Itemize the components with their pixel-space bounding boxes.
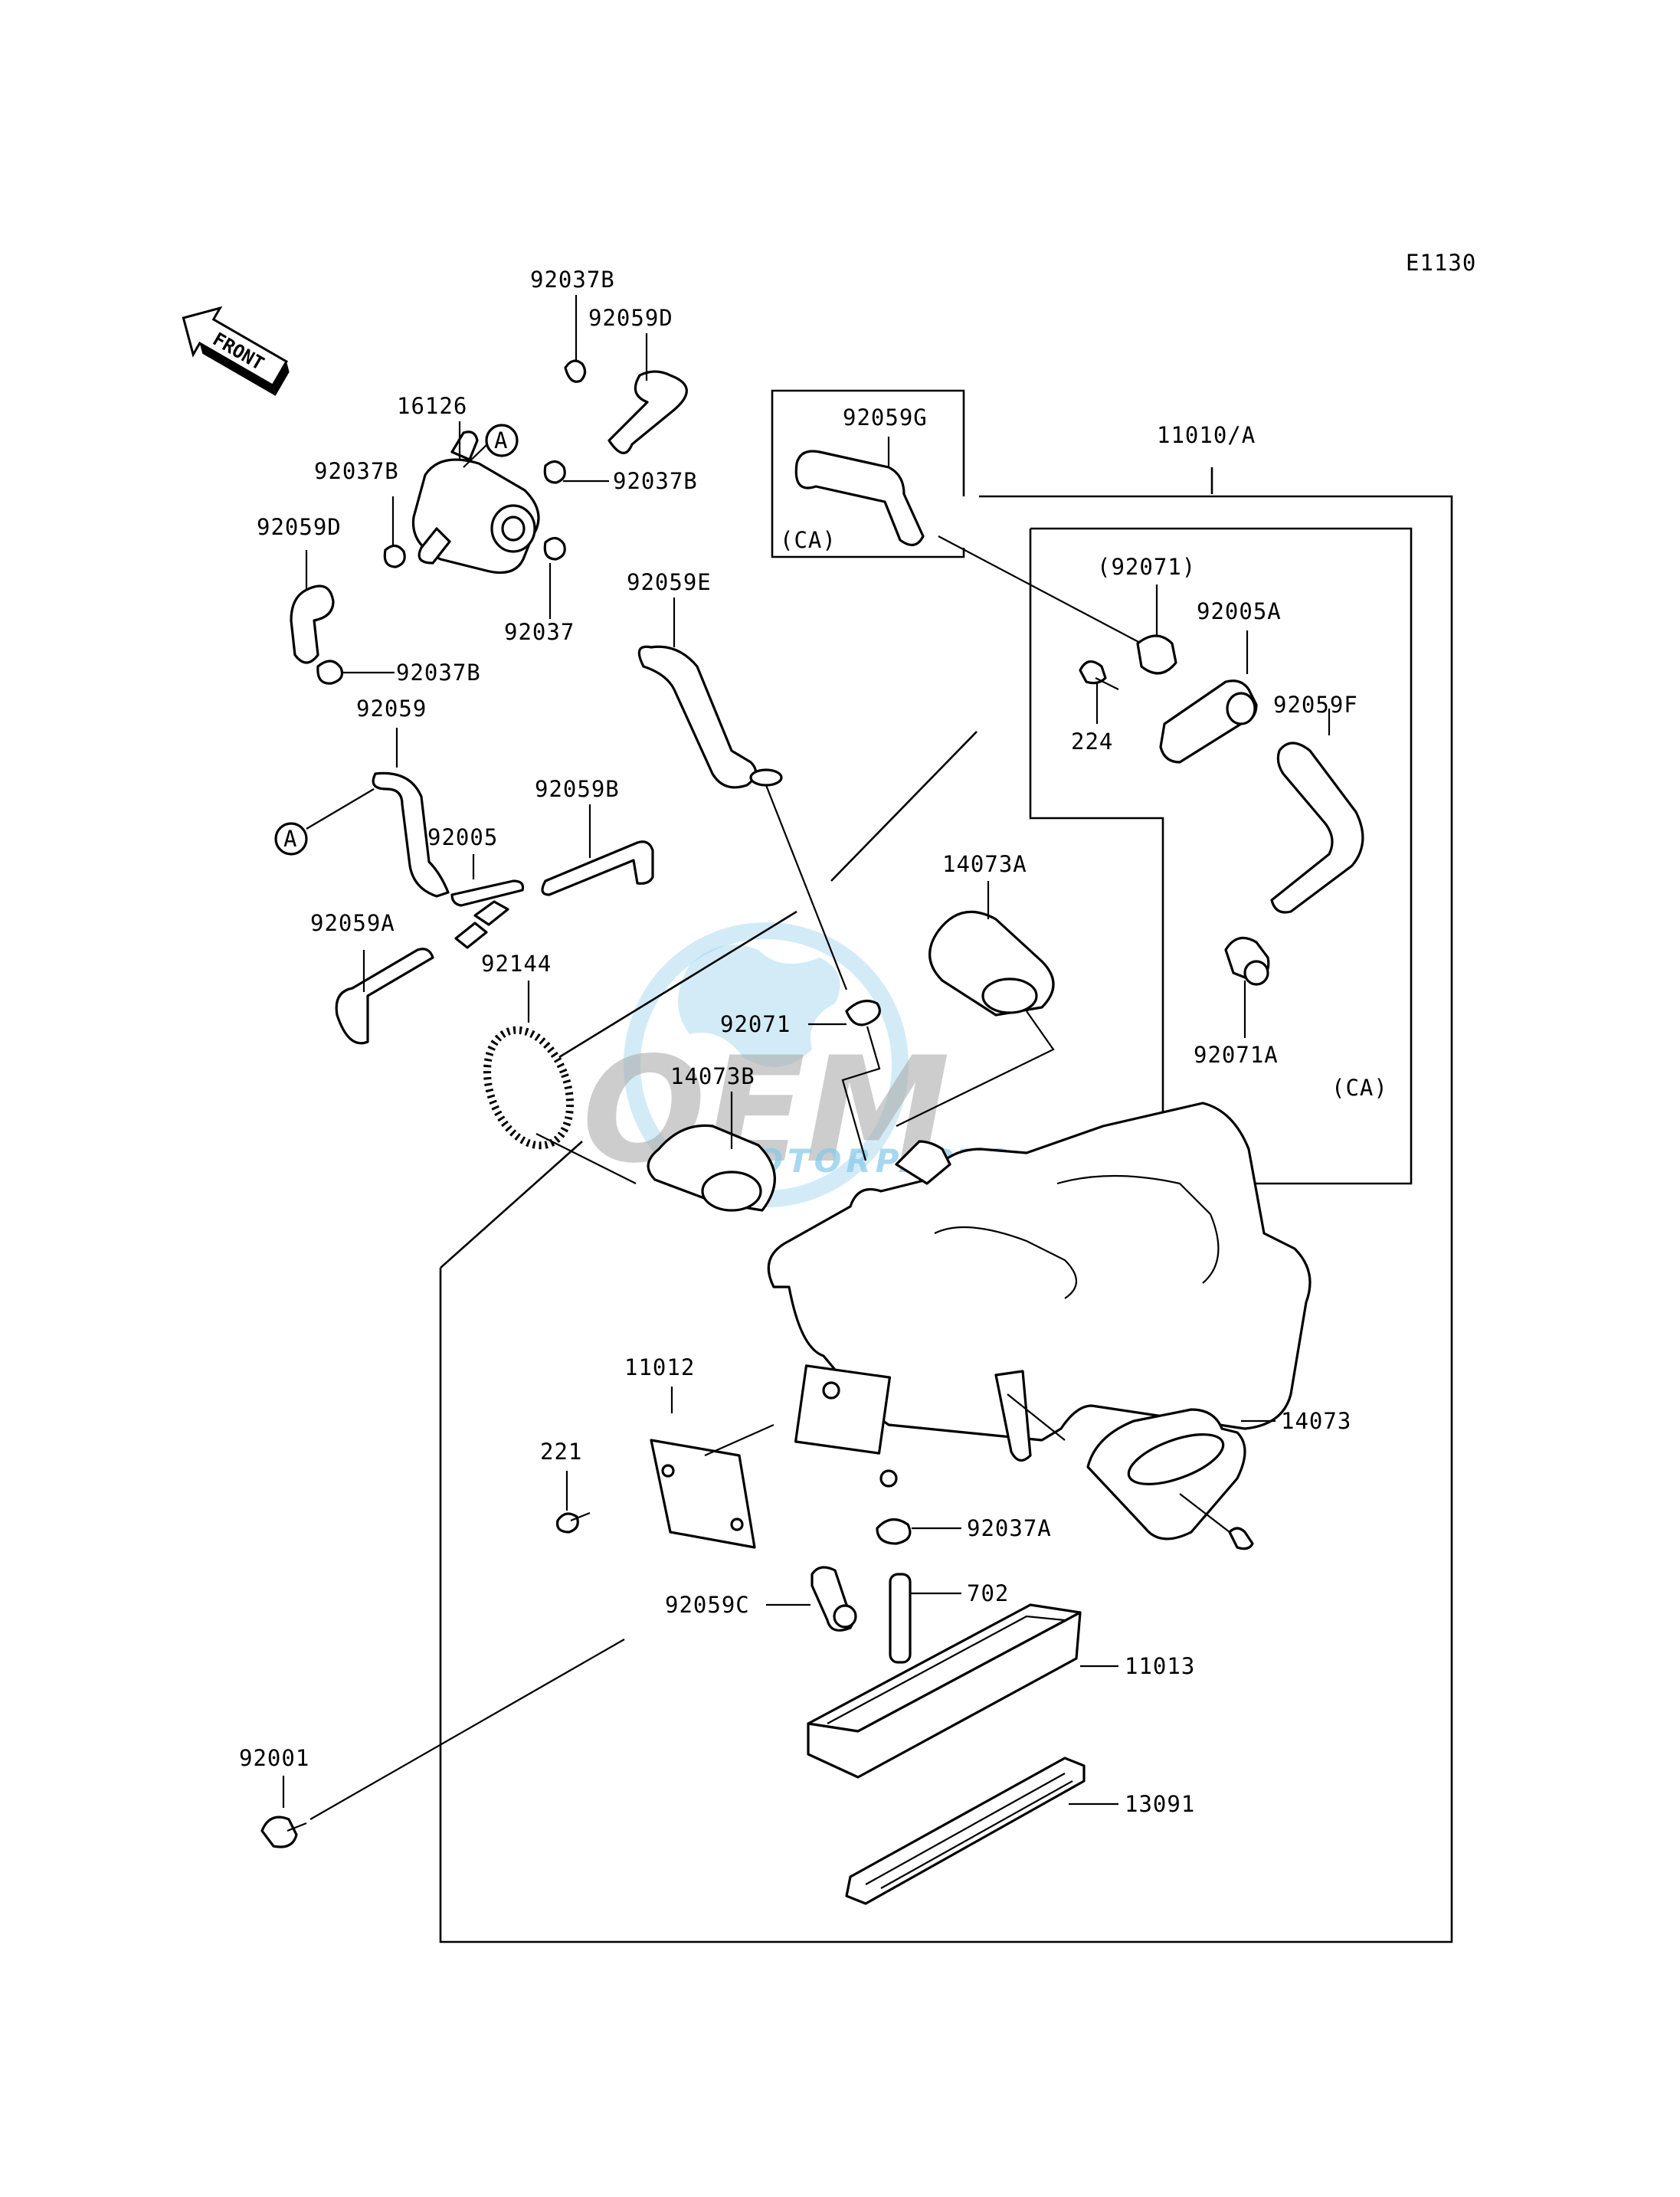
label-92059A: 92059A [310,910,395,936]
label-92059E: 92059E [627,569,712,595]
part-92071 [808,1000,881,1161]
part-92059 [306,728,450,898]
part-92059F [1270,709,1364,914]
label-92037: 92037 [504,619,575,645]
label-92037B-low: 92037B [396,660,481,686]
label-92037B-top: 92037B [530,267,615,293]
part-92059D-top [607,333,688,454]
label-92037A: 92037A [967,1515,1052,1541]
part-11013-tray [807,1603,1118,1779]
label-702: 702 [967,1580,1009,1606]
part-14073 [1086,1408,1276,1550]
label-92005: 92005 [427,824,498,850]
part-92071-paren [1136,584,1177,675]
label-92059D-top: 92059D [588,305,673,331]
label-92059B: 92059B [535,776,620,802]
front-arrow-icon: FRONT [182,306,290,396]
callout-marker-a-low-label: A [283,826,297,852]
label-92071: 92071 [720,1011,791,1037]
label-92144: 92144 [481,951,552,977]
label-11013: 11013 [1125,1653,1195,1679]
label-ca-right: (CA) [1331,1075,1388,1101]
label-92059C: 92059C [665,1592,750,1618]
label-221: 221 [540,1439,582,1465]
label-224: 224 [1071,729,1113,755]
part-92071A [1224,936,1270,1038]
part-92037A [876,1518,961,1545]
part-92005A [1159,630,1258,764]
part-11012-plate [650,1387,775,1549]
diagram-code: E1130 [1406,250,1476,276]
part-labels: 92037B 92059D 16126 92037B 92037B 92059D… [239,267,1388,1817]
label-92001: 92001 [239,1745,309,1771]
part-92005 [450,854,525,949]
label-92059G: 92059G [843,404,928,431]
part-92037B-top [564,295,587,383]
callout-marker-a-top-label: A [494,427,508,453]
part-92059E [637,598,848,990]
part-airbox-body [767,1102,1312,1488]
label-11012: 11012 [624,1354,695,1380]
part-14073B [647,1092,776,1212]
label-14073B: 14073B [670,1063,755,1089]
part-92059D-left [290,550,335,664]
part-13091-element [845,1757,1118,1905]
label-92059: 92059 [356,696,427,722]
part-221-screw [555,1471,591,1534]
part-92144-spring [483,981,637,1184]
label-92005A: 92005A [1197,598,1282,624]
label-92037B-right: 92037B [613,468,698,494]
frame-lines [439,389,1453,1943]
part-92059G [794,437,1142,644]
part-92001-bolt [260,1639,625,1848]
part-224-screw [1079,660,1119,724]
part-92059A [335,948,434,1045]
part-16126-valve [411,421,540,575]
label-92071A: 92071A [1194,1042,1279,1068]
part-702-tube [889,1573,961,1664]
label-92037B-left: 92037B [314,458,399,484]
part-92037 [543,536,566,619]
label-ca-top: (CA) [780,527,837,553]
part-92037B-left [383,496,406,568]
label-13091: 13091 [1125,1791,1195,1817]
part-92059B [541,804,654,896]
label-92059D-left: 92059D [257,514,342,540]
part-14073A [896,881,1055,1127]
callout-marker-a-low: A [274,822,308,856]
part-92037B-right [543,460,609,484]
label-16126: 16126 [397,393,467,419]
label-92059F: 92059F [1273,692,1358,718]
label-92071-paren: (92071) [1097,554,1196,580]
part-92037B-low [316,660,395,685]
callout-marker-a-top: A [463,424,519,468]
label-14073: 14073 [1281,1408,1351,1434]
label-14073A: 14073A [942,851,1027,877]
watermark-continents [678,945,840,1067]
part-92059C [766,1566,857,1632]
label-11010A: 11010/A [1157,422,1256,448]
